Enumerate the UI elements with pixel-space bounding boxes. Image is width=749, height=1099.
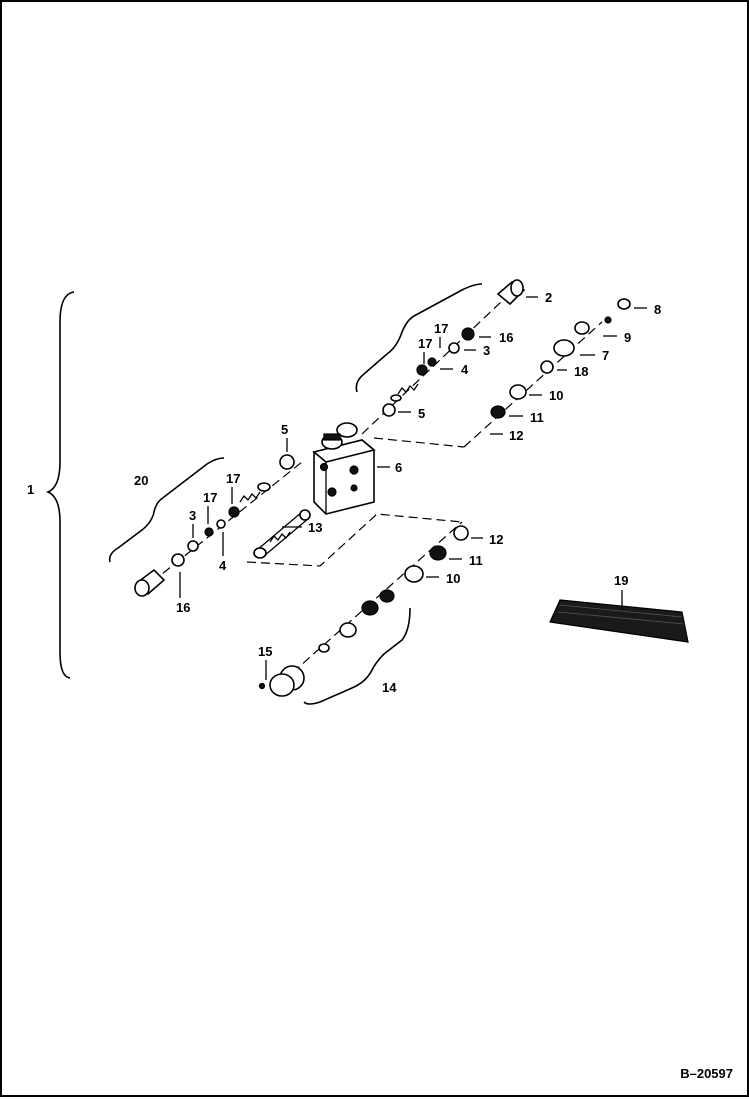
washer-part-10-lower (404, 565, 424, 583)
spring-lower (239, 482, 271, 503)
cap-part-8 (604, 298, 631, 324)
label-17-lower-b: 17 (226, 471, 240, 486)
label-5-upper: 5 (418, 406, 425, 421)
label-1: 1 (27, 482, 34, 497)
ring-part-3-lower (187, 540, 199, 552)
spring-upper (390, 383, 419, 402)
centerline-lower (246, 513, 463, 567)
washer-part-16-upper (461, 327, 475, 341)
label-3-upper: 3 (483, 343, 490, 358)
decal-part-19 (549, 599, 689, 643)
label-9: 9 (624, 330, 631, 345)
brace-group-2 (355, 283, 483, 393)
brace-group-1 (45, 291, 75, 679)
oring-part-12-lower (453, 525, 469, 541)
label-16-upper: 16 (499, 330, 513, 345)
label-18: 18 (574, 364, 588, 379)
seal-part-7 (553, 339, 575, 357)
label-7: 7 (602, 348, 609, 363)
washer-part-9 (574, 321, 590, 335)
label-11-lower: 11 (469, 553, 483, 568)
label-12-upper: 12 (509, 428, 523, 443)
oring-part-5-upper (382, 403, 396, 417)
ring-part-11-upper (490, 405, 506, 419)
cap-part-15 (258, 665, 305, 697)
fitting-part-2 (496, 279, 526, 306)
label-17-upper-b: 17 (418, 336, 432, 351)
label-12-lower: 12 (489, 532, 503, 547)
label-16-lower: 16 (176, 600, 190, 615)
spool-part-13 (253, 509, 311, 559)
brace-group-14 (303, 607, 411, 705)
label-8: 8 (654, 302, 661, 317)
figure-reference: B–20597 (680, 1066, 733, 1081)
brace-group-20 (108, 457, 225, 563)
valve-body-part-6 (312, 422, 376, 515)
label-5-lower: 5 (281, 422, 288, 437)
label-10-lower: 10 (446, 571, 460, 586)
label-13: 13 (308, 520, 322, 535)
label-15: 15 (258, 644, 272, 659)
label-3-lower: 3 (189, 508, 196, 523)
label-4-upper: 4 (461, 362, 469, 377)
label-11-upper: 11 (530, 410, 544, 425)
ring-part-11-lower (429, 545, 447, 561)
ring-part-18 (540, 360, 554, 374)
label-17-upper-a: 17 (434, 321, 448, 336)
washer-part-16 (171, 553, 185, 567)
label-14: 14 (382, 680, 397, 695)
label-19: 19 (614, 573, 628, 588)
oring-part-5-lower (279, 454, 295, 470)
label-2: 2 (545, 290, 552, 305)
label-10-upper: 10 (549, 388, 563, 403)
label-20: 20 (134, 473, 148, 488)
label-4-lower: 4 (219, 558, 227, 573)
label-17-lower-a: 17 (203, 490, 217, 505)
ring-part-3-upper (448, 342, 460, 354)
fitting-part-16-lower (134, 568, 166, 597)
label-6: 6 (395, 460, 402, 475)
washer-part-10-upper (509, 384, 527, 400)
